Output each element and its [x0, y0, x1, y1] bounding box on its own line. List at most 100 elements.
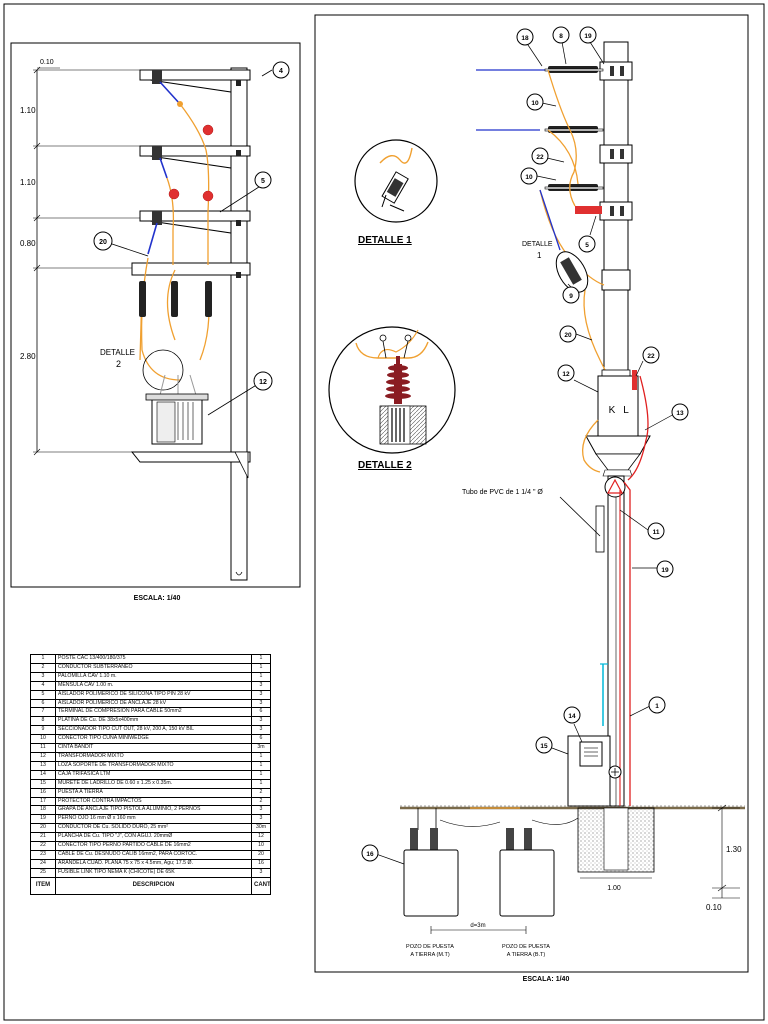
sheet-border — [3, 3, 765, 1021]
bom-description: POSTE CAC 13/400/180/375 — [55, 654, 252, 664]
bom-item-number: 24 — [30, 858, 56, 869]
bom-description: PLANCHA DE Cu. TIPO "J", CON AGUJ. 20mmØ — [55, 832, 252, 843]
bom-quantity: 3 — [251, 805, 271, 816]
callout-20-right: 20 — [564, 332, 572, 339]
bom-description: MURETE DE LADRILLO DE 0.60 x 1.25 x 0.35… — [55, 778, 252, 789]
right-detail-num: 1 — [537, 251, 542, 260]
callout-16: 16 — [366, 851, 374, 858]
bom-item-number: 11 — [30, 743, 56, 753]
pole — [230, 67, 248, 581]
dim-130: 1.30 — [726, 845, 742, 854]
dim-010: 0.10 — [706, 903, 722, 912]
bom-description: PERNO OJO 16 mm Ø x 160 mm — [55, 814, 252, 825]
dim-2: 1.10 — [20, 178, 36, 187]
bom-item-number: 18 — [30, 805, 56, 816]
bom-header-quantity: CANT. — [251, 876, 271, 895]
bom-description: TERMINAL DE COMPRESION PARA CABLE 50mm2 — [55, 707, 252, 718]
bom-description: AISLADOR POLIMERICO DE SILICONA TIPO PIN… — [55, 689, 252, 700]
dim-top: 0.10 — [40, 59, 54, 66]
terminal-k: K — [609, 405, 616, 416]
bom-quantity: 3 — [251, 698, 271, 709]
bom-quantity: 3 — [251, 725, 271, 736]
left-panel-frame — [10, 42, 301, 588]
left-scale: ESCALA: 1/40 — [134, 595, 181, 602]
bom-description: CONDUCTOR SUBTERRANEO — [55, 662, 252, 673]
bom-item-number: 6 — [30, 698, 56, 709]
bom-description: PUESTA A TIERRA — [55, 787, 252, 798]
bom-item-number: 10 — [30, 734, 56, 745]
bom-quantity: 10 — [251, 841, 271, 851]
callout-18: 18 — [521, 35, 529, 42]
bom-quantity: 1 — [251, 662, 271, 673]
callout-8: 8 — [559, 33, 563, 40]
callout-12: 12 — [259, 379, 267, 386]
callout-1: 1 — [655, 703, 659, 710]
callout-5: 5 — [261, 178, 265, 185]
bom-item-number: 4 — [30, 680, 56, 691]
bom-item-number: 8 — [30, 716, 56, 727]
bom-description: CONDUCTOR DE Cu. SOLIDO DURO, 25 mm² — [55, 823, 252, 834]
bom-item-number: 12 — [30, 751, 56, 762]
left-elevation-panel: 0.10 1.10 1.10 0.80 2.80 — [10, 42, 301, 602]
right-scale: ESCALA: 1/40 — [523, 976, 570, 983]
pozo-bt-line2: A TIERRA (B.T) — [507, 952, 546, 958]
callout-22-b: 22 — [647, 353, 655, 360]
bom-item-number: 23 — [30, 849, 56, 860]
bom-description: PROTECTOR CONTRA IMPACTOS — [55, 796, 252, 807]
bom-description: PLATINA DE Cu. DE 38x5x400mm — [55, 716, 252, 727]
grounding-well-mt — [403, 808, 501, 917]
bom-item-number: 3 — [30, 671, 56, 682]
bom-quantity: 16 — [251, 858, 271, 869]
bom-quantity: 1 — [251, 751, 271, 762]
pin-insulator — [575, 206, 602, 214]
detail-1-title: DETALLE 1 — [358, 235, 412, 246]
bom-description: CABLE DE Cu. DESNUDO CALIB 16mm2, PARA C… — [55, 849, 252, 860]
detail-2: DETALLE 2 — [328, 326, 456, 471]
cutout-crossarm — [131, 262, 251, 276]
pozo-mt-line2: A TIERRA (M.T) — [410, 952, 449, 958]
bom-description: MENSULA CAV 1.00 m. — [55, 680, 252, 691]
right-detail-label: DETALLE — [522, 241, 553, 248]
bom-item-number: 21 — [30, 832, 56, 843]
pozo-bt-line1: POZO DE PUESTA — [502, 944, 550, 950]
bom-quantity: 2 — [251, 796, 271, 807]
bom-quantity: 3 — [251, 814, 271, 825]
bom-item-number: 15 — [30, 778, 56, 789]
callout-12-right: 12 — [562, 371, 570, 378]
bom-item-number: 7 — [30, 707, 56, 718]
bom-description: GRAPA DE ANCLAJE TIPO PISTOLA ALUMINIO, … — [55, 805, 252, 816]
callout-9: 9 — [569, 293, 573, 300]
terminal-l: L — [623, 405, 629, 416]
callout-5-right: 5 — [585, 242, 589, 249]
bom-header-item: ITEM — [30, 876, 56, 895]
dim-100: 1.00 — [607, 885, 621, 892]
bom-description: CAJA TRIFASICA LTM — [55, 769, 252, 780]
transformer-platform — [130, 451, 251, 463]
mv-lines — [476, 69, 545, 131]
left-detail-label: DETALLE — [100, 348, 135, 357]
callout-20: 20 — [99, 239, 107, 246]
callout-14: 14 — [568, 713, 576, 720]
dim-1: 1.10 — [20, 106, 36, 115]
detail-2-title: DETALLE 2 — [358, 460, 412, 471]
pozo-mt-line1: POZO DE PUESTA — [406, 944, 454, 950]
detail-1: DETALLE 1 — [354, 139, 438, 246]
dim-4: 2.80 — [20, 352, 36, 361]
bom-description: CONECTOR TIPO PERNO PARTIDO CABLE DE 16m… — [55, 841, 252, 851]
